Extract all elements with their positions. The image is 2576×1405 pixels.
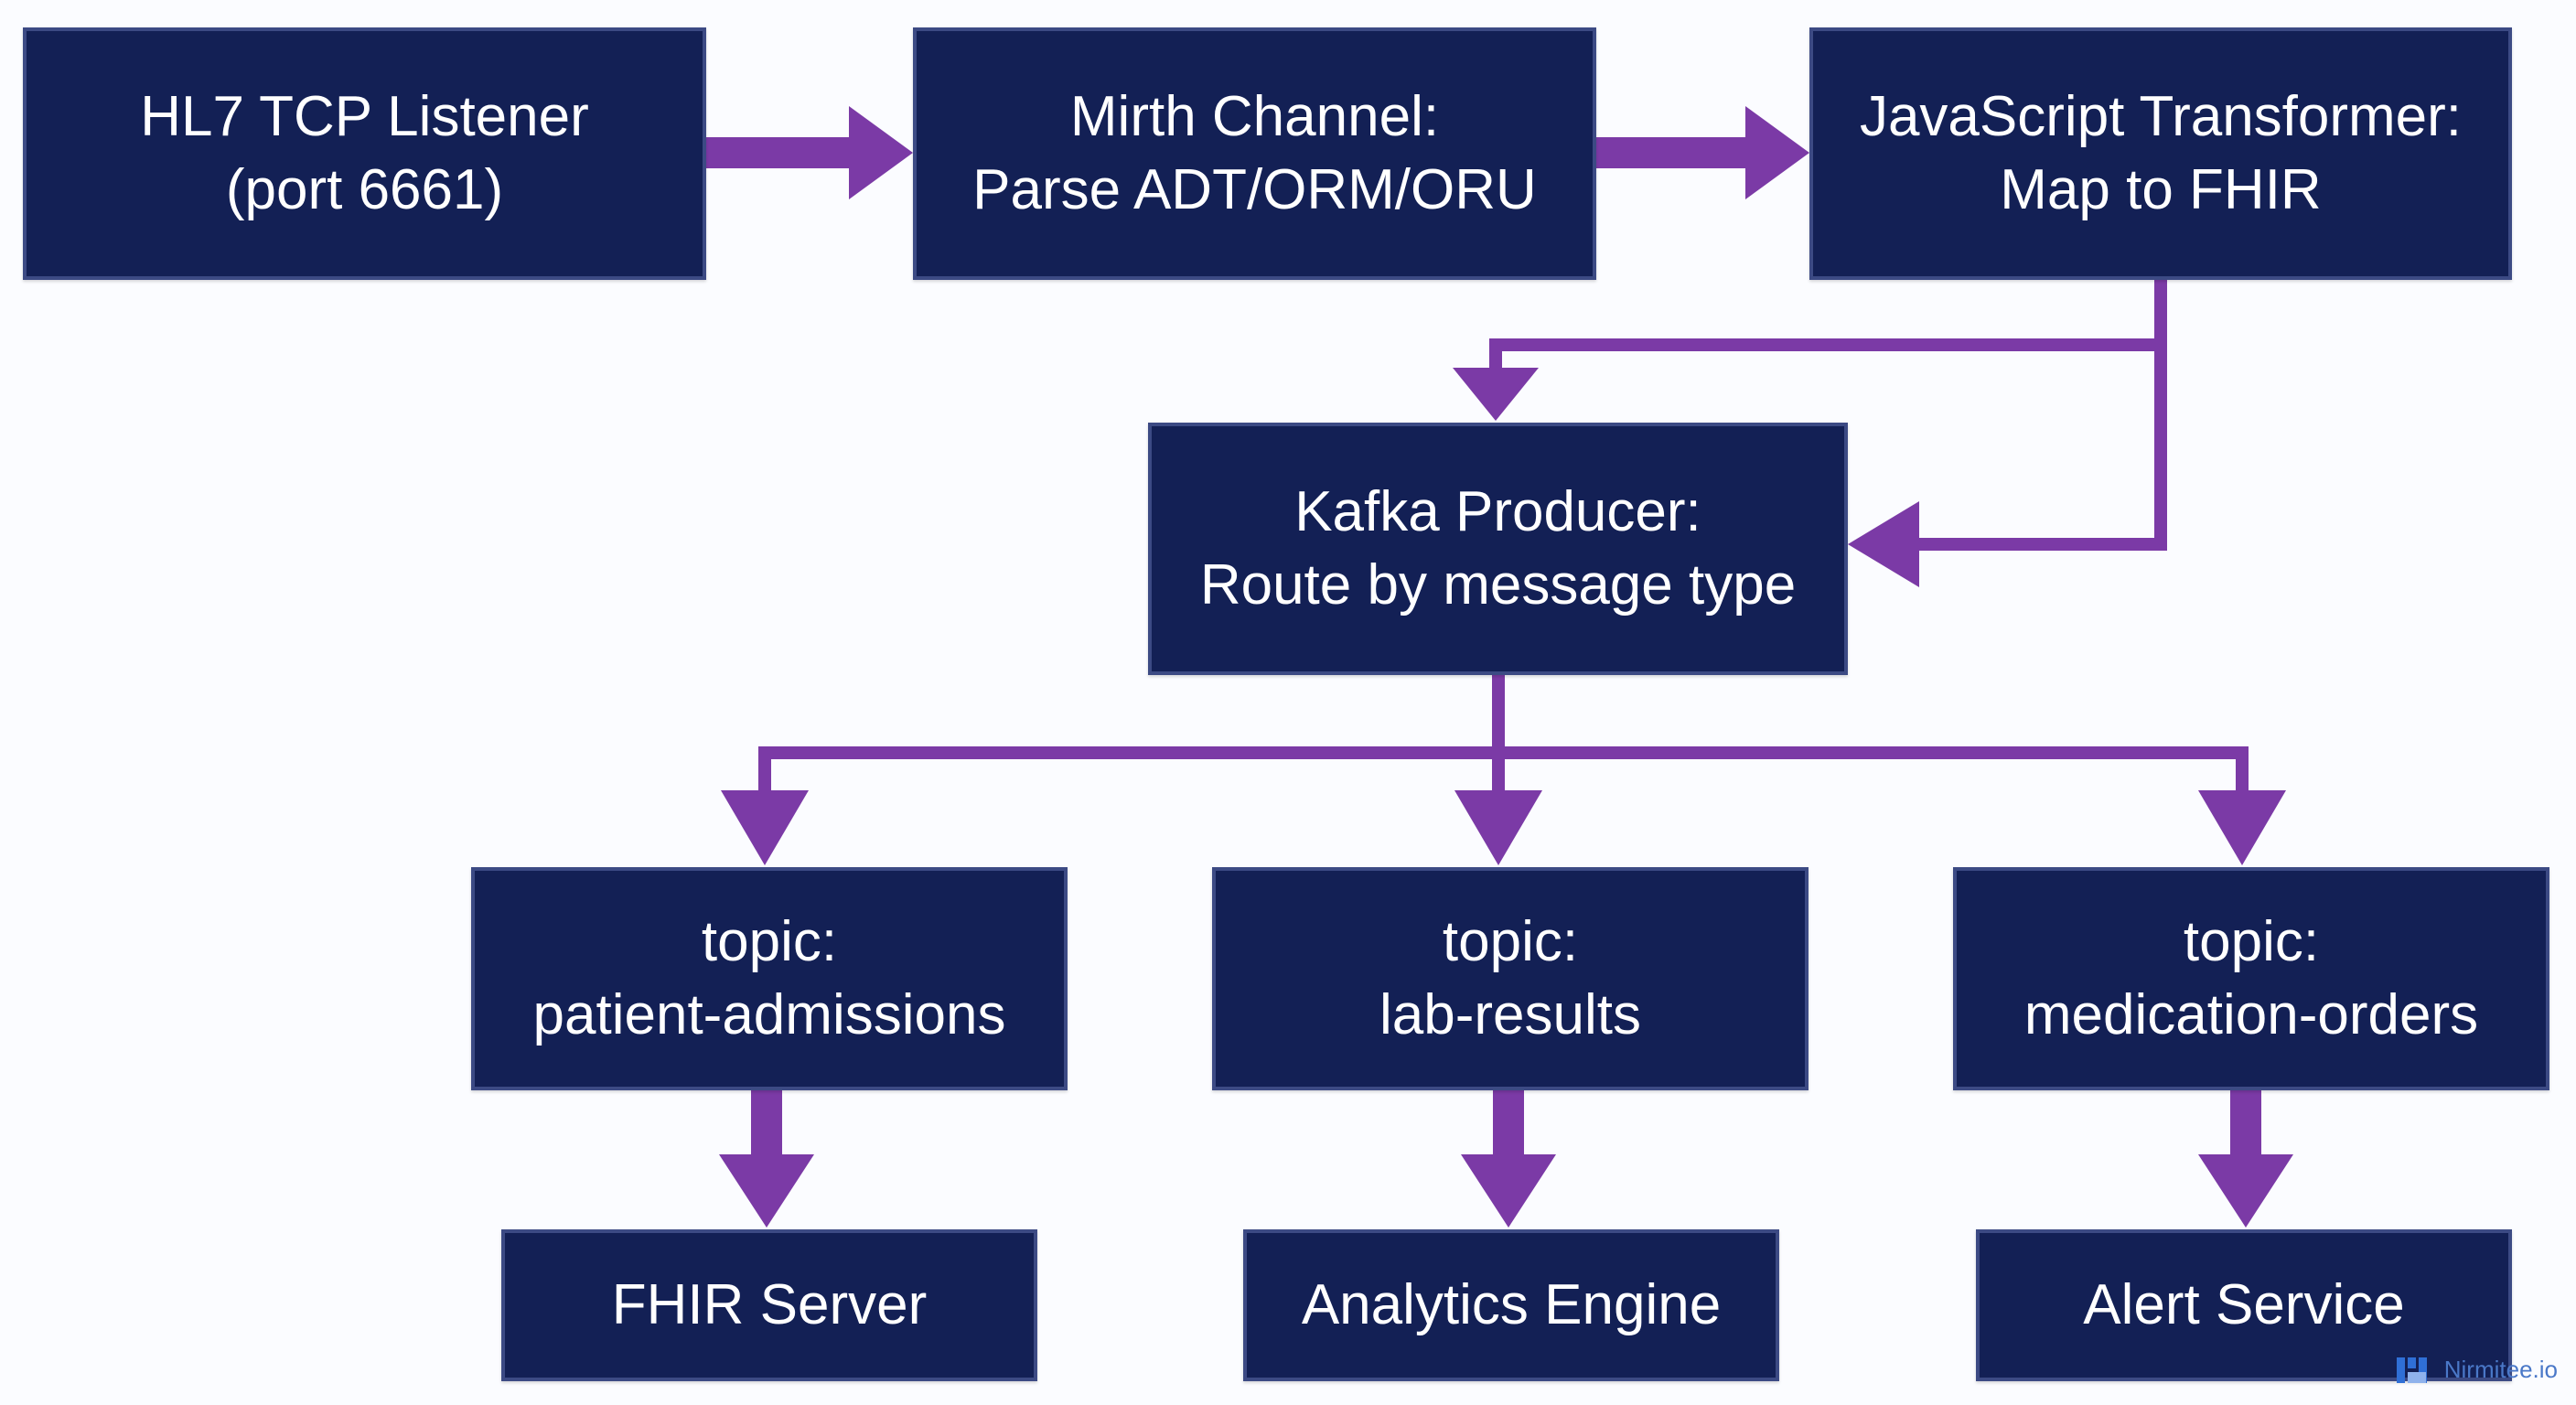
topic-admissions-prefix: topic: (701, 910, 838, 973)
topic-admissions-name: patient-admissions (532, 983, 1006, 1046)
arrow-line-fanout-right-drop (2236, 746, 2249, 799)
arrow-head-lab-to-analytics (1461, 1154, 1556, 1228)
hl7-listener-port: (port 6661) (225, 158, 504, 221)
arrow-head-to-topic-admissions (721, 790, 809, 865)
arrow-line-transformer-top-branch (1489, 338, 2167, 351)
arrow-head-hl7-to-mirth (849, 106, 913, 199)
arrow-line-kafka-down (1492, 673, 1505, 799)
topic-medication-prefix: topic: (2183, 910, 2320, 973)
analytics-engine-label: Analytics Engine (1301, 1273, 1722, 1336)
topic-lab-name: lab-results (1379, 983, 1641, 1046)
watermark-text: Nirmitee.io (2443, 1355, 2558, 1383)
topic-lab-results-box: topic: lab-results (1212, 867, 1809, 1090)
arrow-shaft-lab-to-analytics (1493, 1090, 1524, 1156)
mirth-channel-box: Mirth Channel: Parse ADT/ORM/ORU (913, 27, 1596, 280)
topic-medication-name: medication-orders (2023, 983, 2479, 1046)
arrow-line-fanout-horizontal (758, 746, 2249, 759)
arrow-shaft-hl7-to-mirth (704, 137, 851, 168)
hl7-tcp-listener-box: HL7 TCP Listener (port 6661) (23, 27, 706, 280)
mirth-channel-title: Mirth Channel: (1069, 85, 1440, 148)
kafka-producer-box: Kafka Producer: Route by message type (1148, 423, 1848, 675)
arrow-line-fanout-left-drop (758, 746, 771, 799)
topic-medication-orders-box: topic: medication-orders (1953, 867, 2549, 1090)
transformer-detail: Map to FHIR (2000, 158, 2322, 221)
arrow-head-admissions-to-fhir (719, 1154, 814, 1228)
arrow-shaft-admissions-to-fhir (751, 1090, 782, 1156)
hl7-listener-title: HL7 TCP Listener (140, 85, 589, 148)
javascript-transformer-box: JavaScript Transformer: Map to FHIR (1809, 27, 2512, 280)
arrow-line-transformer-side-branch (1903, 538, 2167, 551)
kafka-producer-detail: Route by message type (1199, 553, 1797, 617)
fhir-server-box: FHIR Server (501, 1229, 1037, 1381)
topic-patient-admissions-box: topic: patient-admissions (471, 867, 1068, 1090)
arrow-head-to-topic-lab (1454, 790, 1542, 865)
arrow-head-to-topic-medication (2198, 790, 2286, 865)
nirmitee-logo-icon (2396, 1354, 2437, 1385)
arrow-shaft-mirth-to-transformer (1595, 137, 1747, 168)
arrow-line-transformer-down (2154, 280, 2167, 551)
alert-service-box: Alert Service (1976, 1229, 2512, 1381)
analytics-engine-box: Analytics Engine (1243, 1229, 1779, 1381)
arrow-head-into-kafka-top (1453, 368, 1539, 421)
arrow-head-mirth-to-transformer (1745, 106, 1809, 199)
arrow-shaft-medication-to-alert (2230, 1090, 2261, 1156)
mirth-channel-detail: Parse ADT/ORM/ORU (972, 158, 1537, 221)
fhir-server-label: FHIR Server (611, 1273, 928, 1336)
alert-service-label: Alert Service (2083, 1273, 2405, 1336)
transformer-title: JavaScript Transformer: (1859, 85, 2463, 148)
watermark: Nirmitee.io (2396, 1354, 2558, 1385)
arrow-head-into-kafka-side (1848, 501, 1919, 587)
topic-lab-prefix: topic: (1442, 910, 1579, 973)
kafka-producer-title: Kafka Producer: (1294, 480, 1701, 543)
arrow-head-medication-to-alert (2198, 1154, 2293, 1228)
